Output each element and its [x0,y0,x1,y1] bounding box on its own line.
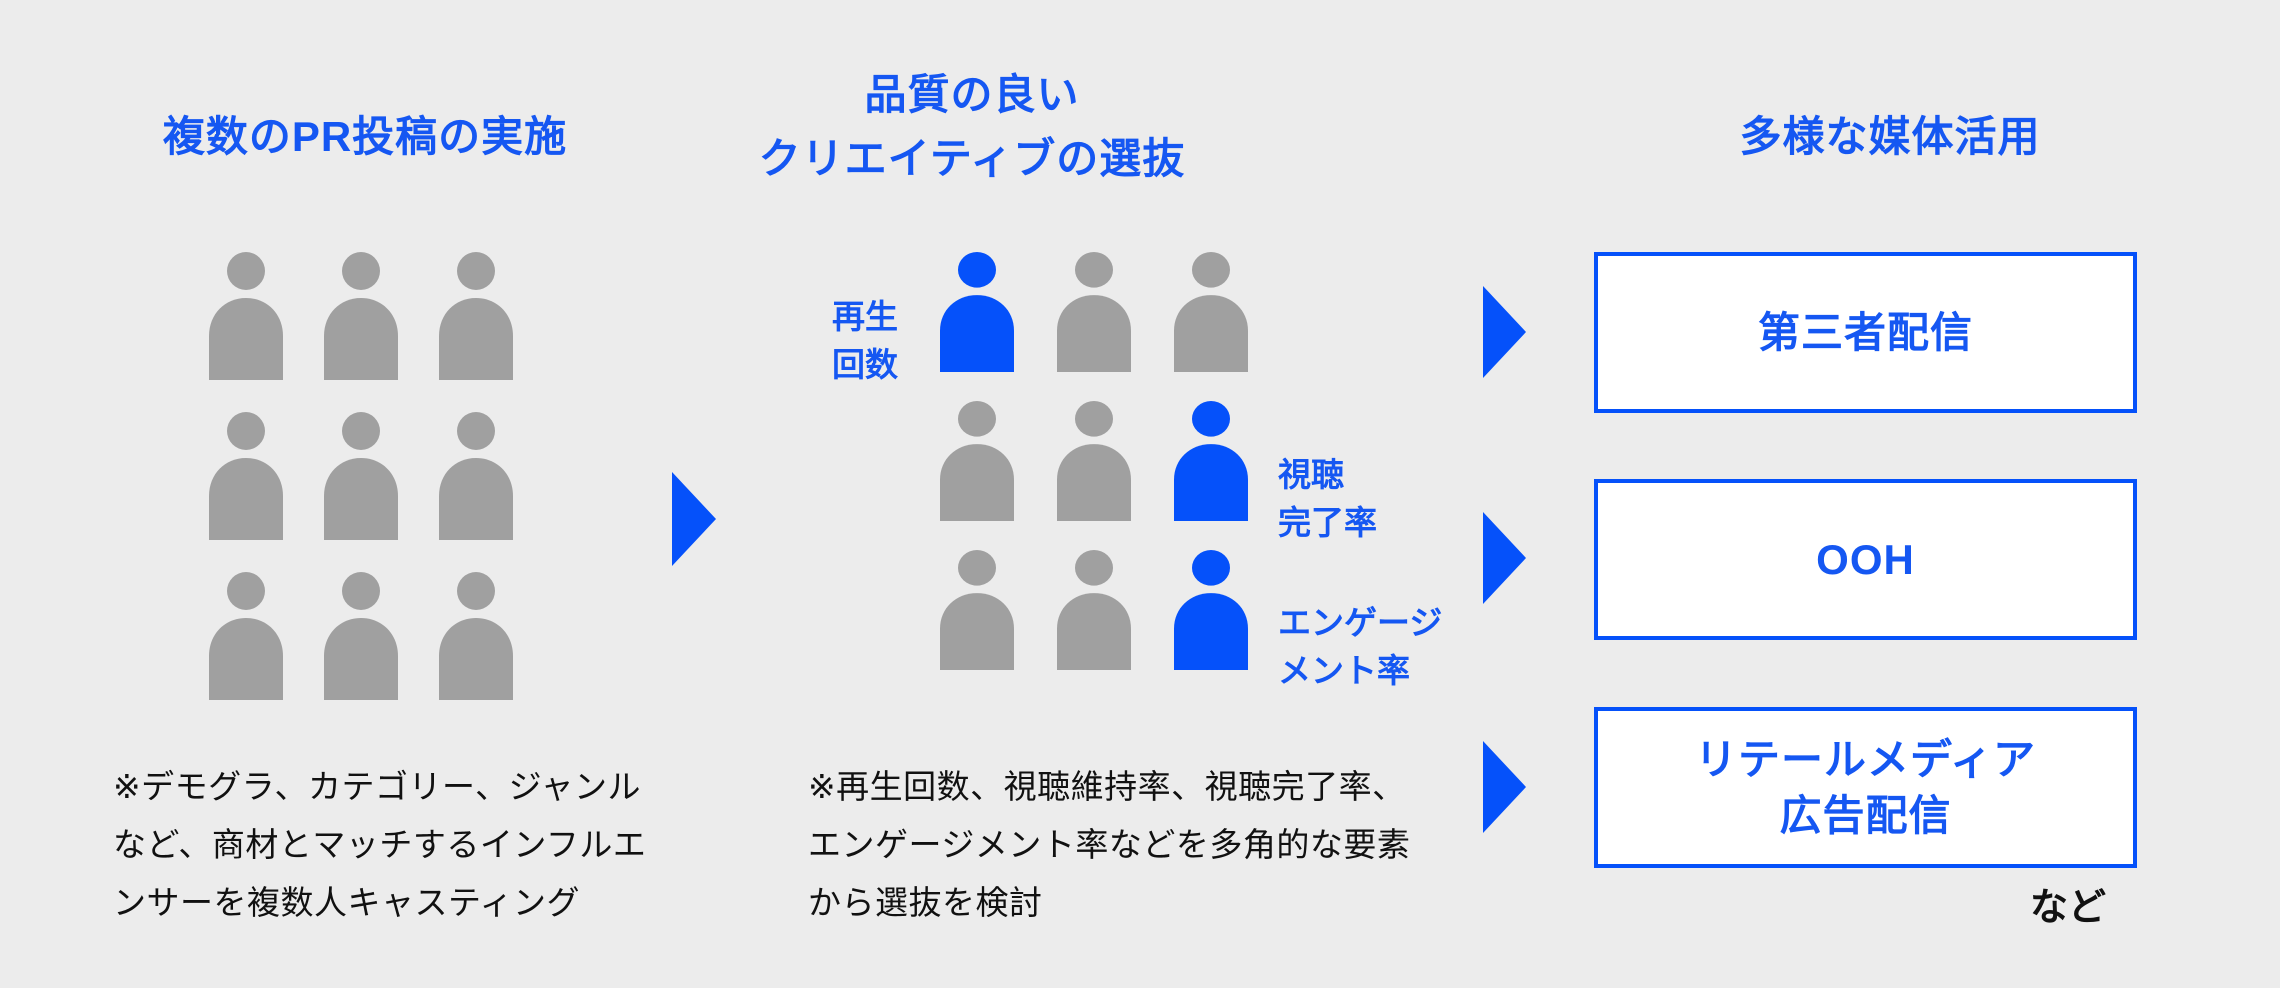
person-icon [1057,252,1131,377]
media-box-retail-media: リテールメディア 広告配信 [1594,707,2137,868]
media-box-third-party: 第三者配信 [1594,252,2137,413]
person-icon [940,252,1014,377]
person-icon [940,401,1014,526]
flow-arrow-box3-icon [1483,741,1526,833]
middle-section-title: 品質の良い クリエイティブの選抜 [758,71,1186,182]
person-icon [209,252,283,385]
person-icon [1174,550,1248,675]
person-icon [1174,401,1248,526]
person-icon [324,572,398,705]
flow-arrow-box1-icon [1483,286,1526,378]
metric-label-play-count: 再生 回数 [832,298,898,383]
flow-arrow-box2-icon [1483,512,1526,604]
media-box-ooh: OOH [1594,479,2137,640]
middle-footnote: ※再生回数、視聴維持率、視聴完了率、 エンゲージメント率などを多角的な要素 から… [808,768,1411,921]
influencer-grid-all [209,252,589,702]
person-icon [439,412,513,545]
person-icon [439,252,513,385]
left-section-title: 複数のPR投稿の実施 [162,113,568,160]
flow-arrow-main-icon [672,472,716,566]
metric-label-engagement-rate: エンゲージ メント率 [1278,604,1443,689]
person-icon [1174,252,1248,377]
person-icon [940,550,1014,675]
etc-note: など [2030,887,2107,929]
person-icon [324,252,398,385]
left-footnote: ※デモグラ、カテゴリー、ジャンル など、商材とマッチするインフルエ ンサーを複数… [113,768,647,921]
person-icon [1057,401,1131,526]
person-icon [439,572,513,705]
person-icon [324,412,398,545]
influencer-grid-selected [940,252,1320,672]
metric-label-completion-rate: 視聴 完了率 [1278,456,1377,541]
person-icon [209,412,283,545]
person-icon [209,572,283,705]
person-icon [1057,550,1131,675]
right-section-title: 多様な媒体活用 [1739,113,2041,160]
